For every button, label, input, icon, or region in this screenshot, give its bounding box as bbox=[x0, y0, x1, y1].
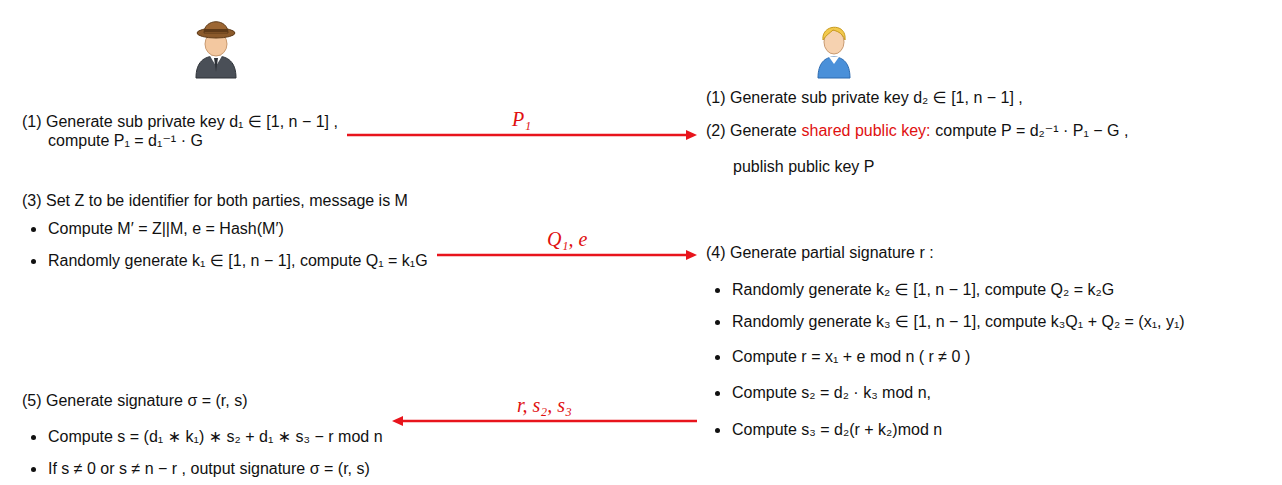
step-text: Compute s = (d₁ ∗ k₁) ∗ s₂ + d₁ ∗ s₃ − r… bbox=[48, 428, 383, 445]
text-row: (2) Generate shared public key:compute P … bbox=[706, 121, 1128, 141]
bullet-dot bbox=[31, 259, 36, 264]
step-text: (3) Set Z to be identifier for both part… bbox=[22, 192, 408, 209]
left-party-icon bbox=[196, 22, 236, 78]
text-row: publish public key P bbox=[733, 157, 874, 177]
step-text: (4) Generate partial signature r : bbox=[706, 244, 934, 261]
step-text: If s ≠ 0 or s ≠ n − r , output signature… bbox=[48, 460, 370, 477]
text-row: Randomly generate k₂ ∈ [1, n − 1], compu… bbox=[732, 280, 1114, 300]
message-label: Q₁, e bbox=[544, 228, 590, 250]
step-text: Compute M′ = Z||M, e = Hash(M′) bbox=[48, 220, 284, 237]
step-text: (1) Generate sub private key d₁ ∈ [1, n … bbox=[22, 113, 338, 130]
step-text: Compute s₂ = d₂ · k₃ mod n, bbox=[732, 384, 931, 401]
text-row: (1) Generate sub private key d₁ ∈ [1, n … bbox=[22, 112, 338, 132]
text-row: Compute s₃ = d₂(r + k₂)mod n bbox=[732, 420, 942, 440]
step-text: Compute r = x₁ + e mod n ( r ≠ 0 ) bbox=[732, 348, 970, 365]
text-row: If s ≠ 0 or s ≠ n − r , output signature… bbox=[48, 459, 370, 479]
arrow-head bbox=[686, 130, 697, 140]
bullet-dot bbox=[31, 227, 36, 232]
step-text: (5) Generate signature σ = (r, s) bbox=[22, 392, 248, 409]
highlight-text: shared public key: bbox=[802, 122, 931, 139]
step-text: Compute s₃ = d₂(r + k₂)mod n bbox=[732, 421, 942, 438]
arrow-line bbox=[402, 420, 697, 423]
bullet-dot bbox=[715, 288, 720, 293]
step-block: (1) Generate sub private key d₁ ∈ [1, n … bbox=[19, 109, 341, 154]
step-block: (1) Generate sub private key d₂ ∈ [1, n … bbox=[703, 85, 1132, 180]
text-row: (3) Set Z to be identifier for both part… bbox=[22, 191, 408, 211]
text-row: (4) Generate partial signature r : bbox=[706, 243, 934, 263]
step-text: publish public key P bbox=[733, 158, 874, 175]
message-label: P₁ bbox=[509, 108, 534, 130]
step-text: Randomly generate k₃ ∈ [1, n − 1], compu… bbox=[732, 313, 1185, 330]
arrow-head bbox=[686, 250, 697, 260]
text-row: Compute s = (d₁ ∗ k₁) ∗ s₂ + d₁ ∗ s₃ − r… bbox=[48, 427, 383, 447]
bullet-dot bbox=[715, 391, 720, 396]
message-arrow bbox=[437, 250, 697, 260]
bullet-dot bbox=[715, 428, 720, 433]
text-row: Randomly generate k₃ ∈ [1, n − 1], compu… bbox=[732, 312, 1185, 332]
step-text: (2) Generate bbox=[706, 122, 797, 139]
bullet-dot bbox=[715, 355, 720, 360]
step-text: (1) Generate sub private key d₂ ∈ [1, n … bbox=[706, 89, 1023, 106]
text-row: Compute r = x₁ + e mod n ( r ≠ 0 ) bbox=[732, 347, 970, 367]
step-text: Randomly generate k₁ ∈ [1, n − 1], compu… bbox=[48, 252, 428, 269]
text-row: Randomly generate k₁ ∈ [1, n − 1], compu… bbox=[48, 251, 428, 271]
step-text: compute P₁ = d₁⁻¹ · G bbox=[48, 132, 203, 149]
step-block: (5) Generate signature σ = (r, s) Compute… bbox=[19, 388, 386, 482]
step-text: Randomly generate k₂ ∈ [1, n − 1], compu… bbox=[732, 281, 1114, 298]
step-block: (3) Set Z to be identifier for both part… bbox=[19, 188, 431, 274]
right-party-icon bbox=[818, 27, 850, 78]
bullet-dot bbox=[31, 467, 36, 472]
message-label: r, s₂, s₃ bbox=[514, 394, 575, 416]
text-row: Compute M′ = Z||M, e = Hash(M′) bbox=[48, 219, 284, 239]
text-row: (1) Generate sub private key d₂ ∈ [1, n … bbox=[706, 88, 1023, 108]
bullet-dot bbox=[31, 435, 36, 440]
bullet-dot bbox=[715, 320, 720, 325]
text-row: Compute s₂ = d₂ · k₃ mod n, bbox=[732, 383, 931, 403]
step-text: compute P = d₂⁻¹ · P₁ − G , bbox=[935, 122, 1128, 139]
arrow-line bbox=[437, 254, 687, 257]
message-arrow bbox=[392, 416, 697, 426]
step-block: (4) Generate partial signature r : Random… bbox=[703, 240, 1188, 443]
message-arrow bbox=[347, 130, 697, 140]
text-row: compute P₁ = d₁⁻¹ · G bbox=[48, 131, 203, 151]
arrow-line bbox=[347, 134, 687, 137]
arrow-head bbox=[392, 416, 403, 426]
text-row: (5) Generate signature σ = (r, s) bbox=[22, 391, 248, 411]
